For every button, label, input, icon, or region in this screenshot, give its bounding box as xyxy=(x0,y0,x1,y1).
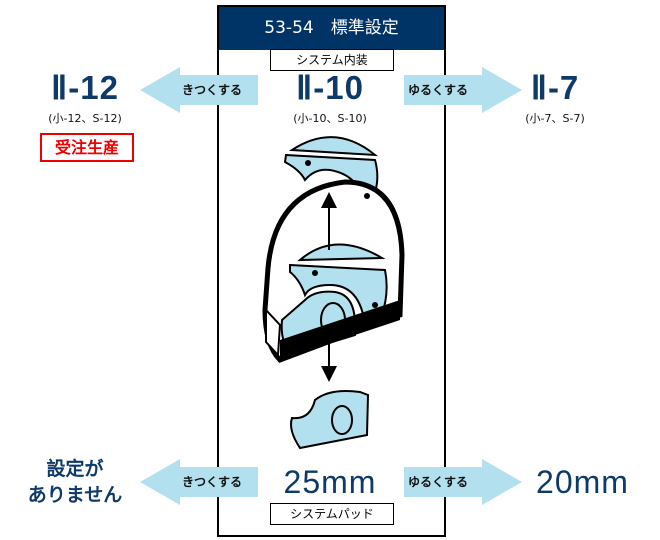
interior-tighter-value: Ⅱ-12 xyxy=(51,69,119,106)
standard-setting-panel xyxy=(217,5,446,537)
interior-looser-value: Ⅱ-7 xyxy=(530,69,580,106)
interior-looser-sub: (小-7、S-7) xyxy=(525,112,585,125)
made-to-order-badge: 受注生産 xyxy=(40,133,134,162)
interior-label: システム内装 xyxy=(270,49,394,71)
panel-title: 53-54 標準設定 xyxy=(219,7,444,50)
interior-tighter-sub: (小-12、S-12) xyxy=(48,112,122,125)
arrow-right-icon xyxy=(404,67,522,113)
arrow-right-icon xyxy=(404,459,522,505)
looser-arrow: ゆるくする xyxy=(402,67,522,113)
pad-standard-value: 25mm xyxy=(283,464,377,500)
pad-tighter-arrow: きつくする xyxy=(140,459,260,505)
pad-label: システムパッド xyxy=(270,503,394,525)
tighter-arrow: きつくする xyxy=(140,67,260,113)
pad-tighter-value: 設定がありません xyxy=(27,458,123,506)
interior-standard-sub: (小-10、S-10) xyxy=(293,112,367,125)
arrow-left-icon xyxy=(140,459,258,505)
pad-looser-value: 20mm xyxy=(536,464,629,500)
helmet-exploded-illustration xyxy=(262,136,405,450)
pad-looser-arrow: ゆるくする xyxy=(402,459,522,505)
arrow-left-icon xyxy=(140,67,258,113)
interior-standard-value: Ⅱ-10 xyxy=(296,69,364,106)
